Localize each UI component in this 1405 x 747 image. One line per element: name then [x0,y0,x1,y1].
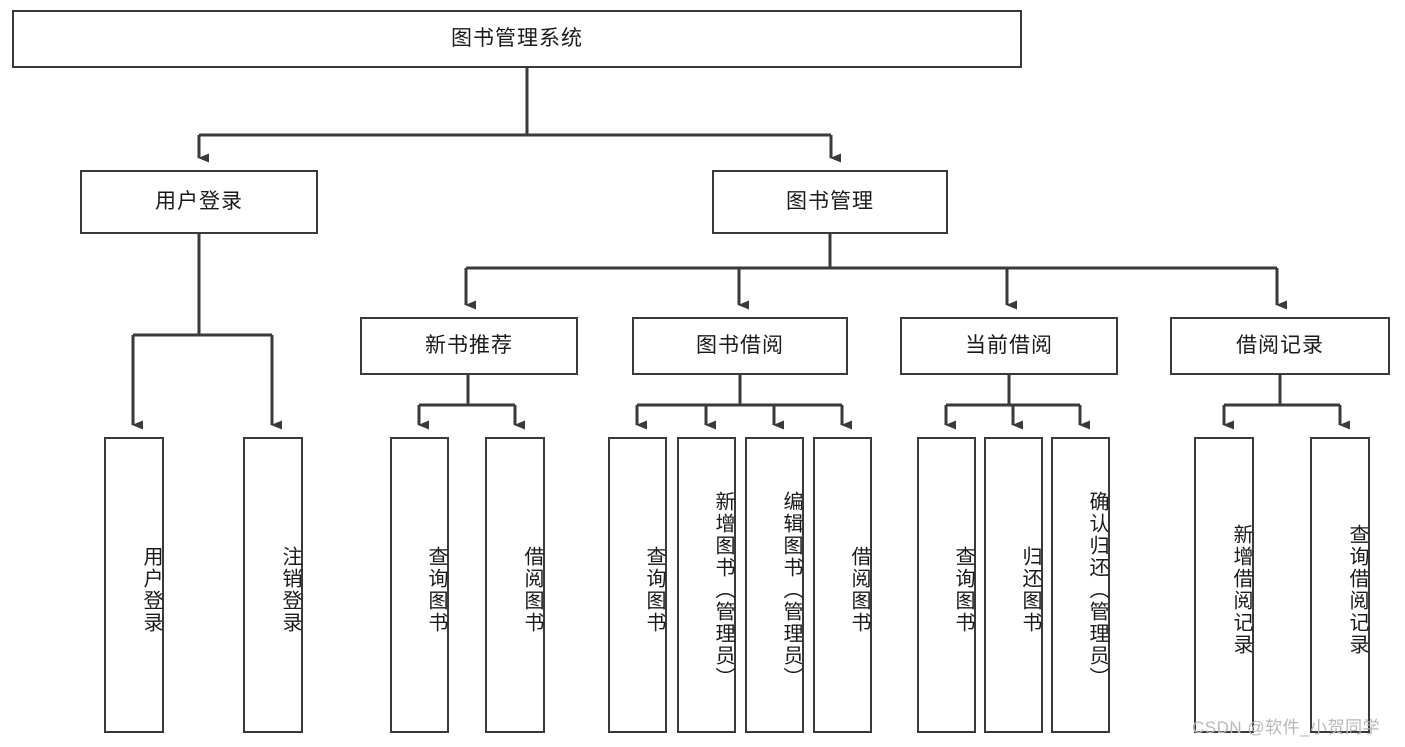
node-label: 新增借阅记录 [1230,524,1252,656]
node-label: 查询图书 [643,546,665,634]
node-new-book-recommendation[interactable]: 新书推荐 [360,317,578,375]
leaf-query-book-borrow[interactable]: 查询图书 [608,437,667,733]
leaf-return-book[interactable]: 归还图书 [984,437,1043,733]
node-user-login[interactable]: 用户登录 [80,170,318,234]
node-root-book-management-system[interactable]: 图书管理系统 [12,10,1022,68]
leaf-edit-book-admin[interactable]: 编辑图书（管理员） [745,437,804,733]
leaf-add-borrow-record[interactable]: 新增借阅记录 [1194,437,1254,733]
node-label: 查询图书 [425,546,447,634]
leaf-borrow-book-recommendation[interactable]: 借阅图书 [485,437,545,733]
leaf-query-book-current[interactable]: 查询图书 [917,437,976,733]
node-borrow-record[interactable]: 借阅记录 [1170,317,1390,375]
node-book-management[interactable]: 图书管理 [712,170,948,234]
node-label: 归还图书 [1019,546,1041,634]
leaf-logout[interactable]: 注销登录 [243,437,303,733]
leaf-query-borrow-record[interactable]: 查询借阅记录 [1310,437,1370,733]
node-label: 用户登录 [140,546,162,634]
node-label: 图书借阅 [696,334,784,358]
node-label: 查询借阅记录 [1346,524,1368,656]
leaf-query-book-recommendation[interactable]: 查询图书 [390,437,449,733]
node-current-borrow[interactable]: 当前借阅 [900,317,1118,375]
node-book-borrow[interactable]: 图书借阅 [632,317,848,375]
node-label: 图书管理系统 [451,27,583,51]
node-label: 注销登录 [279,546,301,634]
node-label: 当前借阅 [965,334,1053,358]
node-label: 图书管理 [786,190,874,214]
node-label: 借阅图书 [848,546,870,634]
node-label: 查询图书 [952,546,974,634]
leaf-confirm-return-admin[interactable]: 确认归还（管理员） [1051,437,1110,733]
node-label: 用户登录 [155,190,243,214]
node-label: 编辑图书（管理员） [780,491,802,689]
node-label: 新增图书（管理员） [712,491,734,689]
leaf-user-login[interactable]: 用户登录 [104,437,164,733]
node-label: 确认归还（管理员） [1086,491,1108,689]
leaf-borrow-book[interactable]: 借阅图书 [813,437,872,733]
node-label: 借阅图书 [521,546,543,634]
node-label: 借阅记录 [1236,334,1324,358]
leaf-add-book-admin[interactable]: 新增图书（管理员） [677,437,736,733]
node-label: 新书推荐 [425,334,513,358]
